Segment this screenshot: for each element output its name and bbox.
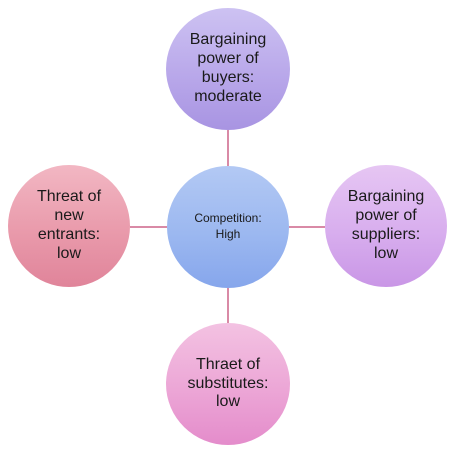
node-supplier-power-label: Bargaining power of suppliers: low	[347, 188, 425, 262]
connector-bottom	[227, 288, 229, 323]
node-new-entrants-threat-label: Threat of new entrants: low	[36, 188, 102, 262]
node-competition: Competition: High	[167, 166, 289, 288]
connector-left	[130, 226, 167, 228]
connector-top	[227, 130, 229, 166]
node-new-entrants-threat: Threat of new entrants: low	[8, 165, 130, 287]
node-competition-label: Competition: High	[194, 211, 262, 241]
node-buyer-power: Bargaining power of buyers: moderate	[166, 8, 290, 130]
node-buyer-power-label: Bargaining power of buyers: moderate	[189, 31, 267, 105]
node-substitutes-threat: Thraet of substitutes: low	[166, 323, 290, 445]
connector-right	[289, 226, 325, 228]
node-substitutes-threat-label: Thraet of substitutes: low	[187, 355, 269, 411]
node-supplier-power: Bargaining power of suppliers: low	[325, 165, 447, 287]
